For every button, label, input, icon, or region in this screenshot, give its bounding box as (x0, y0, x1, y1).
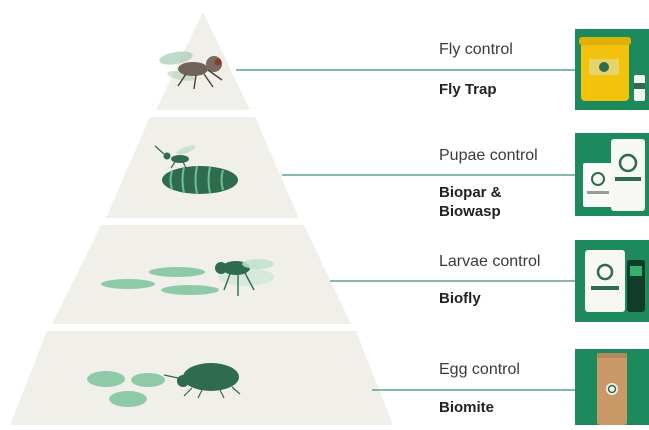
product-label-egg: Biomite (439, 398, 494, 417)
fly-trap-bucket-icon (575, 29, 649, 110)
stage-label-larvae: Larvae control (439, 252, 540, 271)
stage-label-pupae: Pupae control (439, 146, 538, 165)
product-label-larvae: Biofly (439, 289, 481, 308)
product-label-pupae: Biopar & Biowasp (439, 183, 502, 221)
pyramid-tier-larvae (52, 225, 351, 324)
product-label-fly: Fly Trap (439, 80, 497, 99)
product-image-biofly (575, 240, 649, 322)
stage-label-egg: Egg control (439, 360, 520, 379)
stage-label-fly: Fly control (439, 40, 513, 59)
product-image-biopar-biowasp (575, 133, 649, 216)
biopar-biowasp-packs-icon (575, 133, 649, 216)
biofly-bag-icon (575, 240, 649, 322)
product-image-biomite (575, 349, 649, 425)
biomite-tube-icon (575, 349, 649, 425)
product-image-fly-trap (575, 29, 649, 110)
